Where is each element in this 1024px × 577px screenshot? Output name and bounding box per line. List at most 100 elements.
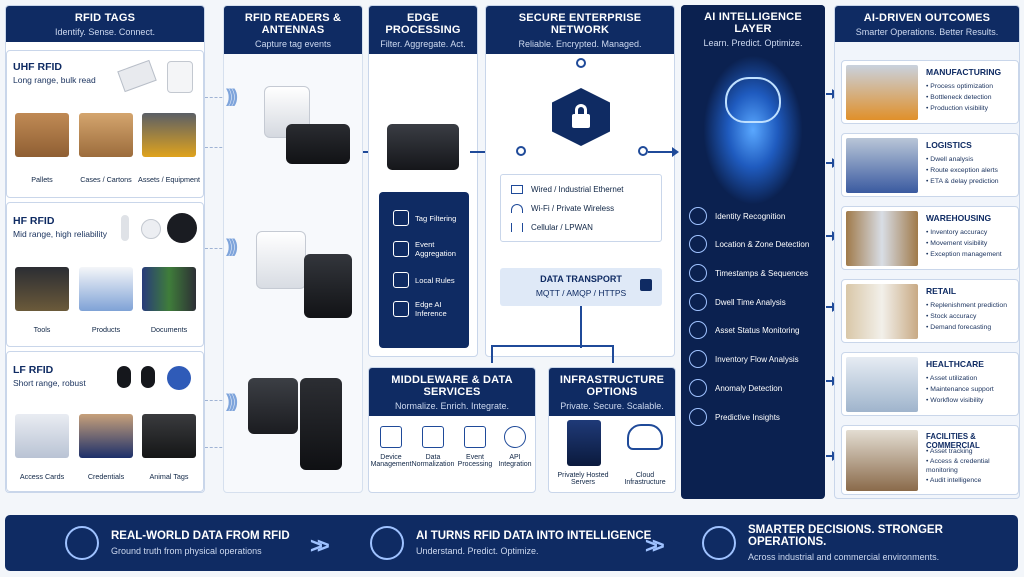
lf-connector-lower	[205, 447, 227, 448]
lf-coin-icon	[167, 366, 191, 390]
network-node-left	[516, 146, 526, 156]
facilities-point: Audit intelligence	[926, 475, 1016, 486]
manufacturing-point: Production visibility	[926, 103, 993, 114]
bottom-banner: REAL-WORLD DATA FROM RFID Ground truth f…	[5, 515, 1018, 571]
tools-image	[15, 267, 69, 311]
cloud-label: Cloud Infrastructure	[624, 472, 666, 486]
ai-layer-header: AI INTELLIGENCE LAYER Learn. Predict. Op…	[681, 5, 825, 53]
local-rules-label: Local Rules	[415, 275, 455, 285]
data-transport-box: DATA TRANSPORT MQTT / AMQP / HTTPS	[500, 268, 662, 306]
hf-reader-image	[304, 254, 352, 318]
data-normalization-icon	[422, 426, 444, 448]
event-processing-service: Event Processing	[453, 426, 497, 468]
manufacturing-image	[846, 65, 918, 120]
retail-title: RETAIL	[926, 286, 957, 296]
banner-ai-subtitle: Understand. Predict. Optimize.	[416, 546, 539, 556]
healthcare-point: Workflow visibility	[926, 395, 994, 406]
manufacturing-title: MANUFACTURING	[926, 67, 1002, 77]
branch-right-down	[612, 345, 614, 363]
infrastructure-title: INFRASTRUCTURE OPTIONS	[559, 374, 665, 398]
facilities-points: Asset tracking Access & credential monit…	[926, 446, 1016, 486]
warehousing-point: Inventory accuracy	[926, 227, 1002, 238]
aggregation-icon	[393, 241, 409, 257]
edge-title: EDGE PROCESSING	[385, 12, 461, 36]
network-to-ai-arrow	[648, 147, 679, 157]
rfid-tags-subtitle: Identify. Sense. Connect.	[55, 27, 155, 37]
animal-tags-image	[142, 414, 196, 458]
uhf-connector	[205, 97, 227, 98]
hf-subtitle: Mid range, high reliability	[13, 229, 108, 239]
servers-icon	[567, 420, 601, 466]
dwell-icon	[689, 293, 707, 311]
equipment-image	[142, 113, 196, 157]
uhf-signal-icon: )))	[226, 86, 238, 106]
facilities-point: Asset tracking	[926, 446, 1016, 457]
manufacturing-point: Bottleneck detection	[926, 92, 993, 103]
event-aggregation-item: Event Aggregation	[393, 240, 463, 258]
ai-to-facilities-arrow	[826, 451, 839, 461]
banner-real-world: REAL-WORLD DATA FROM RFID Ground truth f…	[65, 515, 290, 571]
facilities-card: FACILITIES & COMMERCIAL Asset tracking A…	[841, 425, 1019, 495]
warehousing-point: Movement visibility	[926, 238, 1002, 249]
outcomes-subtitle: Smarter Operations. Better Results.	[855, 27, 999, 37]
documents-caption: Documents	[150, 325, 188, 334]
healthcare-point: Asset utilization	[926, 373, 994, 384]
wifi-link: Wi-Fi / Private Wireless	[511, 204, 614, 213]
rfid-tags-header: RFID TAGS Identify. Sense. Connect.	[6, 6, 204, 42]
rfid-tags-title: RFID TAGS	[74, 12, 136, 24]
banner-decisions-title: SMARTER DECISIONS. STRONGER OPERATIONS.	[748, 524, 943, 548]
tag-filtering-label: Tag Filtering	[415, 213, 457, 223]
timestamps-icon	[689, 264, 707, 282]
pallets-image	[15, 113, 69, 157]
ai-to-manufacturing-arrow	[826, 89, 839, 99]
documents-image	[142, 267, 196, 311]
data-normalization-service: Data Normalization	[411, 426, 455, 468]
retail-image	[846, 284, 918, 339]
manufacturing-card: MANUFACTURING Process optimization Bottl…	[841, 60, 1019, 124]
retail-card: RETAIL Replenishment prediction Stock ac…	[841, 279, 1019, 343]
uhf-title: UHF RFID	[13, 61, 62, 73]
hf-disc-icon	[141, 219, 161, 239]
infrastructure-subtitle: Private. Secure. Scalable.	[560, 401, 664, 411]
cellular-label: Cellular / LPWAN	[531, 223, 593, 232]
facilities-image	[846, 430, 918, 491]
asset-status-item: Asset Status Monitoring	[689, 321, 799, 339]
dwell-label: Dwell Time Analysis	[715, 297, 786, 307]
transport-down-line	[580, 306, 582, 348]
infrastructure-panel: INFRASTRUCTURE OPTIONS Private. Secure. …	[548, 367, 676, 493]
retail-point: Stock accuracy	[926, 311, 1007, 322]
network-subtitle: Reliable. Encrypted. Managed.	[518, 39, 642, 49]
device-management-label: Device Management	[370, 454, 412, 468]
banner-ai-title: AI TURNS RFID DATA INTO INTELLIGENCE	[416, 530, 652, 542]
lf-subtitle: Short range, robust	[13, 378, 86, 388]
banner-real-world-subtitle: Ground truth from physical operations	[111, 546, 262, 556]
edge-ai-item: Edge AI Inference	[393, 300, 459, 318]
healthcare-points: Asset utilization Maintenance support Wo…	[926, 373, 994, 406]
inventory-flow-icon	[689, 350, 707, 368]
banner-chevron-1: >>	[310, 533, 330, 558]
ai-layer-subtitle: Learn. Predict. Optimize.	[703, 38, 803, 48]
banner-real-world-title: REAL-WORLD DATA FROM RFID	[111, 530, 290, 542]
retail-point: Demand forecasting	[926, 322, 1007, 333]
credentials-image	[79, 414, 133, 458]
anomaly-icon	[689, 379, 707, 397]
cellular-icon	[511, 223, 523, 232]
middleware-title: MIDDLEWARE & DATA SERVICES	[391, 374, 513, 398]
uhf-hard-tag-icon	[167, 61, 193, 93]
products-caption: Products	[91, 325, 121, 334]
handheld-reader-image	[300, 378, 342, 470]
network-links-panel: Wired / Industrial Ethernet Wi-Fi / Priv…	[500, 174, 662, 242]
cloud-icon	[627, 424, 663, 450]
edge-header: EDGE PROCESSING Filter. Aggregate. Act.	[369, 6, 477, 54]
device-management-service: Device Management	[369, 426, 413, 468]
logistics-point: ETA & delay prediction	[926, 176, 998, 187]
hf-title: HF RFID	[13, 215, 55, 227]
logistics-points: Dwell analysis Route exception alerts ET…	[926, 154, 998, 187]
outcomes-title: AI-DRIVEN OUTCOMES	[863, 12, 991, 24]
api-integration-icon	[504, 426, 526, 448]
ethernet-icon	[511, 185, 523, 194]
ai-layer-title: AI INTELLIGENCE LAYER	[704, 11, 802, 35]
growth-chart-icon	[702, 526, 736, 560]
edge-ai-label: Edge AI Inference	[415, 300, 447, 318]
